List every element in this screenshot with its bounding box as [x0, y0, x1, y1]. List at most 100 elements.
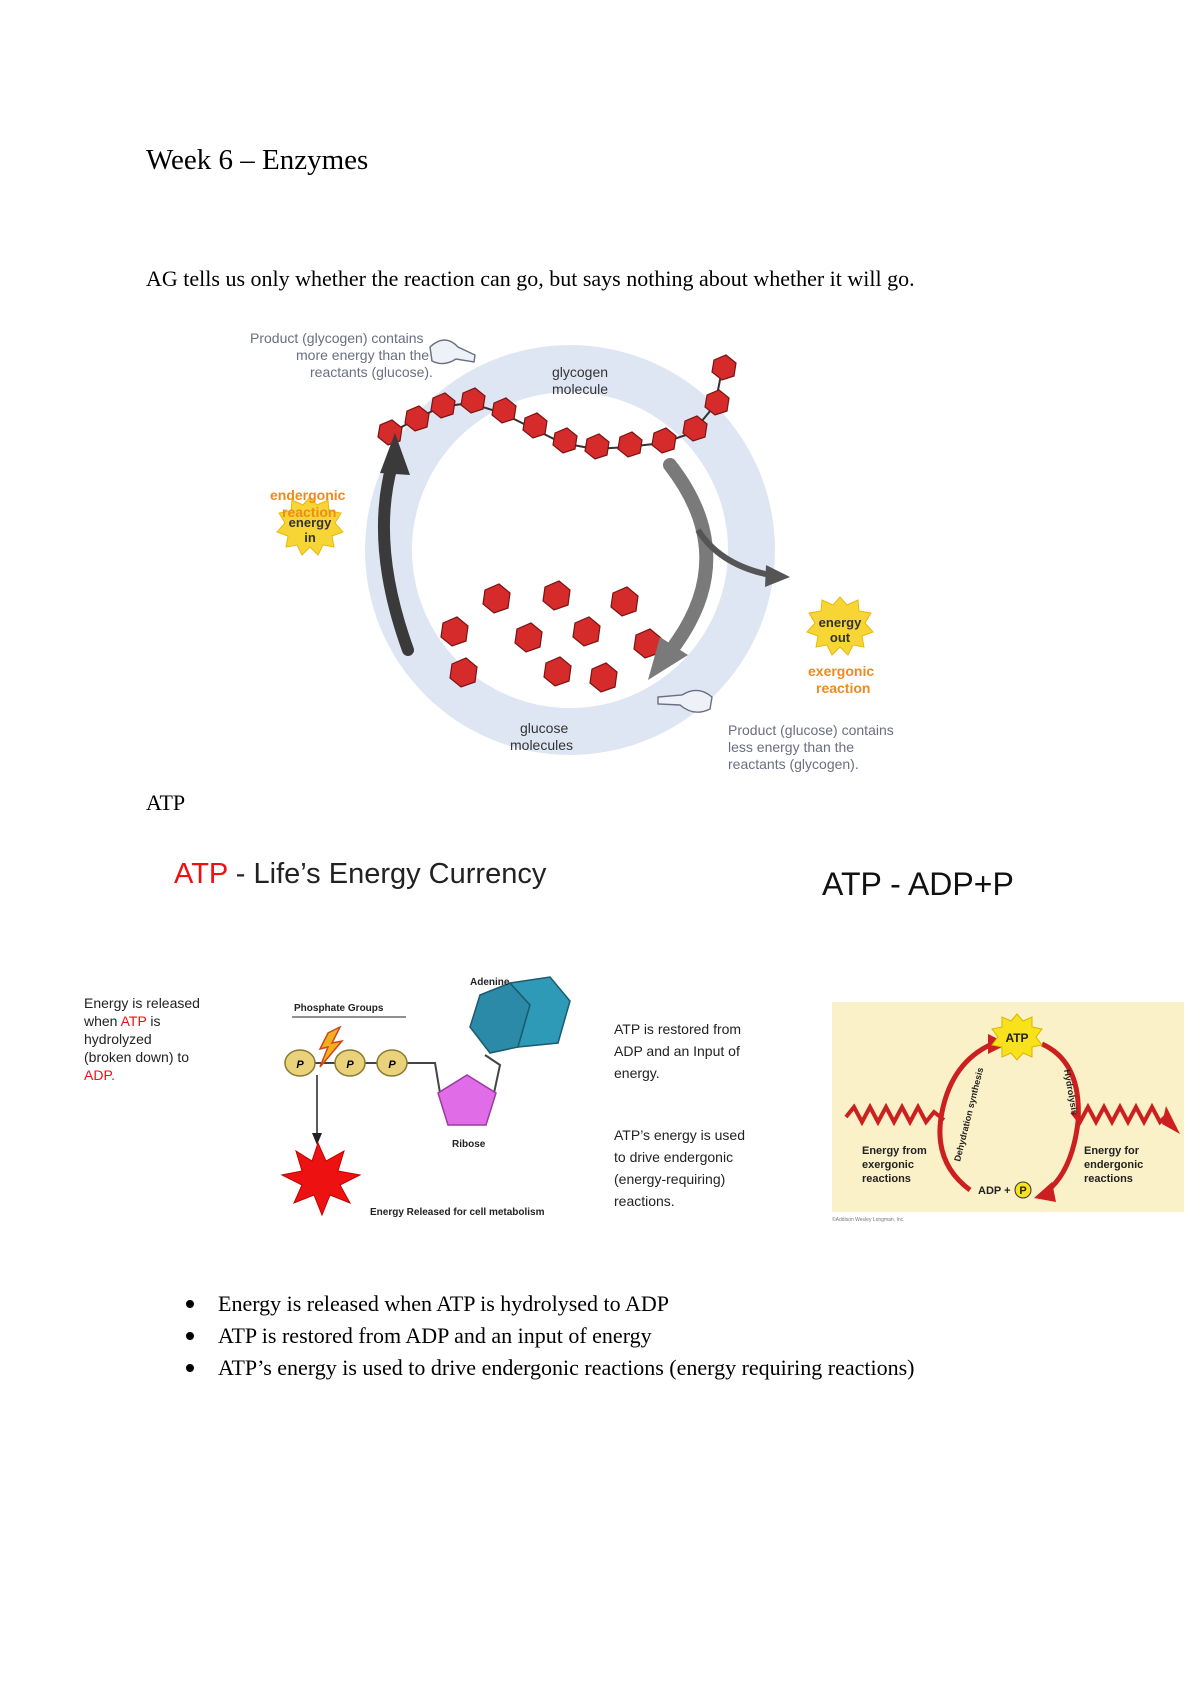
energy-for-line-1: Energy for — [1084, 1145, 1140, 1157]
atp-left-note: Energy is released when ATP is hydrolyze… — [84, 994, 224, 1084]
release-arrowhead — [312, 1133, 322, 1145]
energy-in-line-1: energy — [289, 515, 332, 530]
endergonic-label: endergonic reaction — [270, 487, 346, 520]
atp-heading: ATP — [146, 790, 186, 815]
endergonic-arrowhead — [380, 433, 410, 475]
hydrolysis-arc — [1040, 1041, 1081, 1194]
atp-right-note-2-line-1: ATP’s energy is used — [614, 1127, 745, 1143]
pointing-hand-icon — [429, 339, 476, 365]
ribose-pentagon — [437, 1074, 497, 1126]
exergonic-label: exergonic reaction — [808, 663, 874, 696]
exergonic-label-line-2: reaction — [816, 680, 870, 696]
atp-slide-title-rest: - Life’s Energy Currency — [227, 858, 547, 890]
energy-in-line-2: in — [304, 530, 316, 545]
atp-left-note-when: when — [84, 1013, 121, 1029]
atp-adp-title: ATP - ADP+P — [822, 866, 1014, 902]
glycogen-hexagons — [377, 354, 737, 460]
exergonic-arrow — [663, 458, 714, 652]
energy-out-arrow — [695, 528, 771, 578]
bullet-item: ATP’s energy is used to drive endergonic… — [186, 1352, 914, 1384]
phosphate-p-1: P — [296, 1059, 304, 1071]
atp-right-note-1-line-1: ATP is restored from — [614, 1021, 742, 1037]
glycogen-note-line-2: more energy than the — [296, 347, 429, 363]
energy-out-sun-icon — [806, 596, 874, 656]
glucose-note-line-3: reactants (glycogen). — [728, 756, 859, 772]
copyright-credit: ©Addison Wesley Longman, Inc. — [832, 1217, 905, 1223]
p-label: P — [1019, 1185, 1026, 1197]
bullet-dot-icon — [186, 1300, 194, 1308]
atp-slide-title: ATP - Life’s Energy Currency — [174, 858, 546, 891]
energy-cycle-diagram: Product (glycogen) contains more energy … — [250, 330, 894, 772]
atp-right-note-2-line-3: (energy-requiring) — [614, 1171, 726, 1187]
energy-in-sun-icon — [276, 496, 344, 556]
energy-from-line-2: exergonic — [862, 1159, 914, 1171]
page-title: Week 6 – Enzymes — [146, 144, 369, 176]
bullet-dot-icon — [186, 1332, 194, 1340]
phosphate-icon: P — [334, 1049, 366, 1077]
atp-adp-cycle-diagram: ATP ADP + P Dehydration synthesis Hydrol… — [832, 1002, 1184, 1212]
atp-right-note-2: ATP’s energy is used to drive endergonic… — [614, 1124, 745, 1212]
energy-out-line-2: out — [830, 630, 851, 645]
bullet-dot-icon — [186, 1364, 194, 1372]
atp-left-note-line-1: Energy is released — [84, 995, 200, 1011]
atp-sun-label: ATP — [1005, 1031, 1028, 1045]
atp-right-note-2-line-4: reactions. — [614, 1193, 675, 1209]
intro-paragraph: AG tells us only whether the reaction ca… — [146, 266, 915, 291]
lightning-icon — [318, 1025, 344, 1068]
glycogen-label-line-2: molecule — [552, 381, 608, 397]
atp-right-note-1-line-2: ADP and an Input of — [614, 1043, 740, 1059]
energy-out-zigzag — [1070, 1102, 1170, 1127]
adenine-ring — [508, 976, 571, 1048]
endergonic-label-line-2: reaction — [282, 504, 336, 520]
glycogen-note-line-3: reactants (glucose). — [310, 364, 433, 380]
endergonic-arrow — [377, 459, 414, 656]
phosphate-icon: P — [376, 1049, 408, 1077]
energy-for-label: Energy for endergonic reactions — [1084, 1145, 1143, 1185]
energy-for-line-3: reactions — [1084, 1173, 1133, 1185]
adenine-bond — [484, 1054, 502, 1094]
glucose-note: Product (glucose) contains less energy t… — [728, 722, 894, 772]
atp-right-note-2-line-2: to drive endergonic — [614, 1149, 734, 1165]
exergonic-label-line-1: exergonic — [808, 663, 874, 679]
energy-out-label: energy out — [819, 615, 862, 645]
energy-out-zigzag-arrowhead — [1162, 1106, 1180, 1134]
bullet-item: Energy is released when ATP is hydrolyse… — [186, 1288, 914, 1320]
atp-slide-title-red: ATP — [174, 858, 228, 890]
phosphate-p-2: P — [346, 1059, 354, 1071]
energy-from-line-3: reactions — [862, 1173, 911, 1185]
hydrolysis-arrowhead — [1034, 1182, 1056, 1202]
glucose-label-line-1: glucose — [520, 720, 568, 736]
exergonic-arrowhead — [648, 637, 688, 680]
energy-out-line-1: energy — [819, 615, 862, 630]
atp-right-note-1: ATP is restored from ADP and an Input of… — [614, 1018, 741, 1084]
ribose-label: Ribose — [452, 1139, 486, 1150]
endergonic-label-line-1: endergonic — [270, 487, 346, 503]
dehydration-arc — [937, 1041, 994, 1193]
energy-from-label: Energy from exergonic reactions — [862, 1145, 927, 1185]
glucose-label: glucose molecules — [510, 720, 573, 753]
atp-right-note-1-line-3: energy. — [614, 1065, 660, 1081]
energy-for-line-2: endergonic — [1084, 1159, 1143, 1171]
energy-from-line-1: Energy from — [862, 1145, 927, 1157]
atp-sun-icon — [991, 1013, 1043, 1061]
atp-left-note-atp: ATP — [120, 1013, 147, 1029]
p-circle — [1014, 1181, 1032, 1199]
bullet-item: ATP is restored from ADP and an input of… — [186, 1320, 914, 1352]
glycogen-label-line-1: glycogen — [552, 364, 608, 380]
atp-left-note-line-5: ADP. — [84, 1067, 115, 1083]
glucose-note-line-1: Product (glucose) contains — [728, 722, 894, 738]
energy-in-zigzag — [844, 1102, 946, 1127]
phosphate-icon: P — [284, 1049, 316, 1077]
phosphate-p-3: P — [388, 1059, 396, 1071]
adp-label: ADP + — [978, 1185, 1011, 1197]
bullet-text: ATP’s energy is used to drive endergonic… — [218, 1355, 915, 1380]
glucose-label-line-2: molecules — [510, 737, 573, 753]
glycogen-label: glycogen molecule — [552, 364, 608, 397]
energy-released-label: Energy Released for cell metabolism — [370, 1207, 545, 1218]
energy-in-label: energy in — [289, 515, 332, 545]
bullet-text: ATP is restored from ADP and an input of… — [218, 1323, 652, 1348]
energy-out-arrowhead — [765, 565, 790, 587]
glucose-hexagons — [440, 580, 662, 693]
glycogen-note: Product (glycogen) contains more energy … — [250, 330, 433, 380]
atp-left-note-line-2: when ATP is — [84, 1012, 224, 1030]
